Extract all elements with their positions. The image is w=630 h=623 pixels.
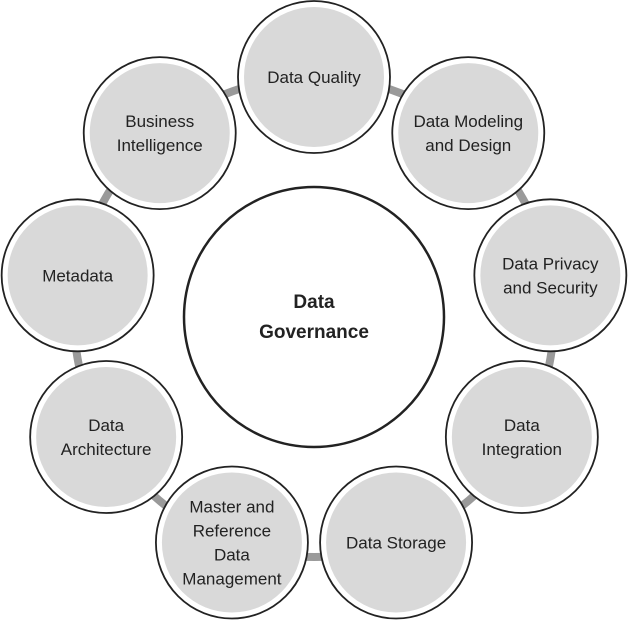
node-inner-circle <box>398 63 539 204</box>
node-label: Architecture <box>61 440 152 459</box>
node-label: Data Modeling <box>413 112 523 131</box>
node-label: Management <box>182 570 282 589</box>
node-label: Data <box>214 546 250 565</box>
node-label: Data Storage <box>346 534 446 553</box>
node-inner-circle <box>480 205 621 346</box>
node-label: Data Privacy <box>502 254 599 273</box>
node-data-storage: Data Storage <box>319 465 473 620</box>
node-inner-circle <box>7 205 148 346</box>
center-circle-shape <box>182 185 446 449</box>
node-label: Master and <box>189 498 274 517</box>
node-inner-circle <box>244 7 384 147</box>
node-label: Business <box>125 112 194 131</box>
node-label: Reference <box>193 522 271 541</box>
node-inner-circle <box>161 472 302 613</box>
node-data-quality: Data Quality <box>237 0 391 154</box>
center-label: Governance <box>259 322 369 343</box>
node-inner-circle <box>89 63 230 204</box>
node-metadata: Metadata <box>0 198 155 353</box>
node-label: Metadata <box>42 266 113 285</box>
node-label: Intelligence <box>117 136 203 155</box>
node-inner-circle <box>326 472 467 613</box>
node-inner-circle <box>36 367 177 507</box>
node-label: Integration <box>482 440 562 459</box>
node-label: and Security <box>503 278 598 297</box>
node-inner-circle <box>451 367 592 507</box>
center-label: Data <box>293 292 335 313</box>
node-label: Data Quality <box>267 68 361 87</box>
node-label: and Design <box>425 136 511 155</box>
node-data-privacy-and-security: Data Privacy and Security <box>473 198 628 353</box>
node-label: Data <box>504 416 540 435</box>
node-label: Data <box>88 416 124 435</box>
node-data-modeling-and-design: Data Modeling and Design <box>391 56 546 211</box>
